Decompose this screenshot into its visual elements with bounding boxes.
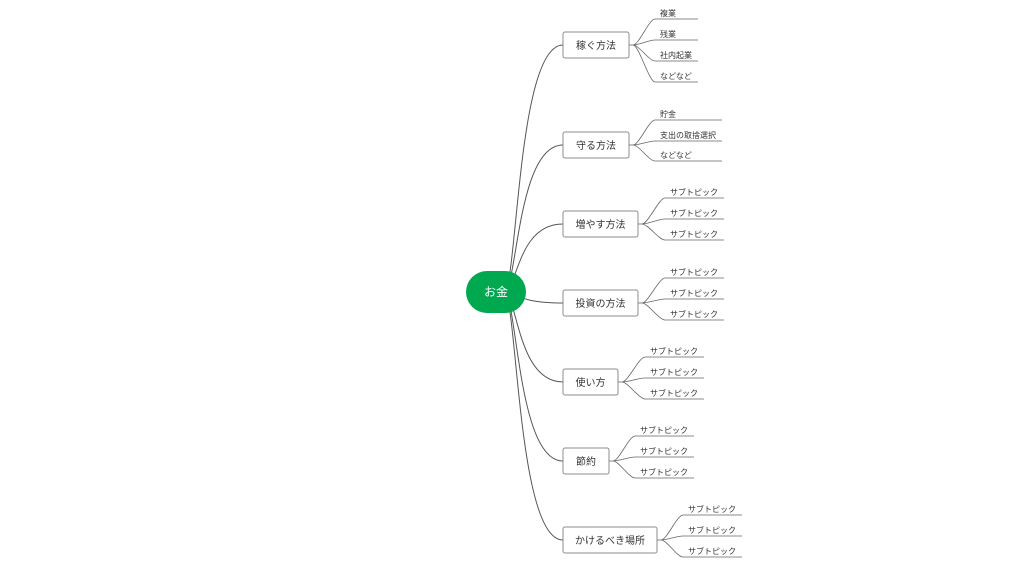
subtopic-label[interactable]: サブトピック [670,309,718,319]
subtopic-connector [641,277,724,304]
subtopic-label[interactable]: サブトピック [670,187,718,197]
topic-node-box [562,447,610,475]
branch-connector [505,291,564,462]
subtopic-label[interactable]: 貯金 [660,109,676,119]
branch-connector [505,144,564,293]
subtopic-connector [612,460,694,479]
subtopic-label[interactable]: サブトピック [670,208,718,218]
topic-node-label: かけるべき場所 [575,534,645,547]
subtopic-label[interactable]: 複業 [660,8,676,18]
subtopic-label[interactable]: サブトピック [670,288,718,298]
topic-node[interactable]: 節約 [562,447,610,475]
topic-node-box [562,210,639,238]
topic-node-box [562,31,630,59]
subtopic-connector [641,298,724,304]
subtopic-connector [641,218,724,225]
subtopic-label[interactable]: 支出の取捨選択 [660,130,716,140]
topic-node[interactable]: 稼ぐ方法 [562,31,630,59]
topic-node-label: 稼ぐ方法 [576,39,616,52]
subtopic-label[interactable]: 社内起業 [660,50,692,60]
subtopic-connector [632,140,722,146]
subtopic-label[interactable]: サブトピック [640,467,688,477]
subtopic-connector [632,18,698,46]
subtopic-connector [621,381,704,400]
subtopic-connector [641,223,724,241]
branch-connector [505,44,564,293]
topic-node-box [562,131,630,159]
subtopic-connector [612,456,694,462]
branch-connectors [505,18,742,558]
topic-node-label: 節約 [576,455,596,468]
subtopic-label[interactable]: サブトピック [688,504,736,514]
topic-node-box [562,526,658,554]
subtopic-label[interactable]: サブトピック [670,229,718,239]
subtopic-connector [632,44,698,62]
subtopic-connector [660,535,742,541]
root-node[interactable]: お金 [466,271,526,313]
topic-nodes: 稼ぐ方法複業残業社内起業などなど守る方法貯金支出の取捨選択などなど増やす方法サブ… [562,8,736,556]
subtopic-label[interactable]: サブトピック [650,346,698,356]
subtopic-connector [632,39,698,46]
subtopic-label[interactable]: サブトピック [640,446,688,456]
subtopic-connector [632,144,722,162]
branch-connector [505,291,564,541]
topic-node[interactable]: 守る方法 [562,131,630,159]
subtopic-label[interactable]: サブトピック [650,388,698,398]
subtopic-label[interactable]: サブトピック [688,546,736,556]
topic-node-label: 使い方 [576,376,606,389]
topic-node-box [562,368,619,396]
subtopic-connector [621,356,704,383]
subtopic-connector [641,302,724,321]
subtopic-label[interactable]: などなど [660,151,692,160]
subtopic-label[interactable]: サブトピック [650,367,698,377]
subtopic-connector [641,197,724,225]
subtopic-connector [632,44,698,83]
subtopic-label[interactable]: サブトピック [640,425,688,435]
subtopic-label[interactable]: などなど [660,72,692,81]
subtopic-connector [660,514,742,541]
root-node-shape [466,271,526,313]
subtopic-connector [621,377,704,383]
topic-node[interactable]: 増やす方法 [562,210,639,238]
topic-node[interactable]: かけるべき場所 [562,526,658,554]
root-node-label: お金 [484,284,508,299]
topic-node-label: 投資の方法 [576,297,626,310]
topic-node[interactable]: 投資の方法 [562,289,639,317]
subtopic-connector [632,119,722,146]
topic-node-box [562,289,639,317]
subtopic-connector [660,539,742,558]
topic-node-label: 守る方法 [576,139,616,152]
subtopic-label[interactable]: サブトピック [688,525,736,535]
topic-node[interactable]: 使い方 [562,368,619,396]
subtopic-label[interactable]: サブトピック [670,267,718,277]
subtopic-label[interactable]: 残業 [660,29,676,39]
subtopic-connector [612,435,694,462]
topic-node-label: 増やす方法 [576,218,626,231]
